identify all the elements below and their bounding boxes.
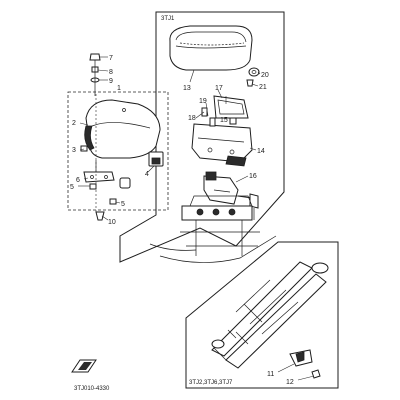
callout-11: 11 [267, 371, 274, 378]
callout-20: 20 [261, 72, 269, 79]
damper-small-part [119, 177, 131, 189]
callout-12: 12 [286, 379, 294, 386]
seat-lock-plate-part [213, 95, 249, 119]
callout-2: 2 [72, 120, 76, 127]
callout-10: 10 [108, 219, 116, 226]
bolt-21 [246, 79, 254, 87]
group-label-1: 1 [117, 85, 121, 92]
lower-hook-part [289, 349, 313, 367]
grommet-20 [248, 67, 260, 77]
seat-cowl-part [84, 99, 161, 159]
callout-5a: 5 [70, 184, 74, 191]
lock-fasteners [201, 107, 237, 127]
upper-panel-model-label: 3TJ1 [161, 16, 175, 22]
drawing-number: 3TJ010-4330 [74, 386, 110, 392]
callout-8: 8 [109, 69, 113, 76]
lower-bolt-12 [311, 369, 321, 379]
callout-17: 17 [215, 85, 223, 92]
cowl-fastener-stack [89, 53, 101, 96]
callout-18: 18 [188, 115, 196, 122]
callout-15: 15 [220, 117, 228, 124]
lower-panel-outline [185, 241, 339, 389]
callout-19: 19 [199, 98, 207, 105]
assembly-1-group-box [67, 91, 169, 211]
callout-6: 6 [76, 177, 80, 184]
cowl-screws [80, 145, 117, 221]
lower-subframe-part [211, 261, 329, 369]
callout-7: 7 [109, 55, 113, 62]
callout-16: 16 [249, 173, 257, 180]
callout-21: 21 [259, 84, 267, 91]
leader-lines [78, 56, 315, 381]
front-direction-arrow-icon [71, 359, 97, 373]
callout-4: 4 [145, 171, 149, 178]
seat-lock-bracket-part [191, 123, 253, 167]
rear-seat-part [169, 25, 253, 71]
seat-lock-cylinder-part [203, 171, 259, 220]
cowl-bracket-part [83, 160, 115, 183]
callout-13: 13 [183, 85, 191, 92]
callout-5b: 5 [121, 201, 125, 208]
callout-14: 14 [257, 148, 265, 155]
upper-frame-section [149, 195, 277, 263]
callout-3: 3 [72, 147, 76, 154]
callout-9: 9 [109, 78, 113, 85]
lower-panel-model-label: 3TJ2,3TJ6,3TJ7 [189, 380, 233, 386]
cowl-damper-part [148, 151, 164, 167]
upper-panel-outline [119, 11, 285, 263]
